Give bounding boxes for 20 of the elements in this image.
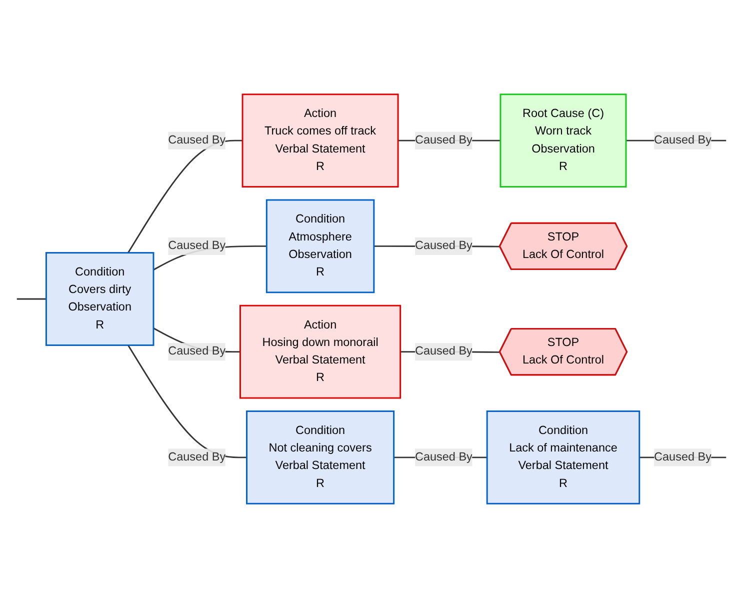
- edge-label: Caused By: [168, 450, 226, 464]
- edge-label: Caused By: [168, 345, 226, 358]
- node-box: Action Hosing down monorail Verbal Statement R: [240, 304, 402, 399]
- edge-label: Caused By: [654, 450, 712, 464]
- edge-label: Caused By: [168, 240, 226, 252]
- edge-label: Caused By: [415, 240, 472, 252]
- node-box: Root Cause (C) Worn track Observation R: [500, 94, 627, 188]
- edge-label: Caused By: [415, 450, 472, 464]
- edge-label: Caused By: [415, 345, 472, 358]
- node-box: Condition Not cleaning covers Verbal Statement R: [246, 410, 395, 504]
- edge-label: Caused By: [168, 134, 226, 146]
- connector: [128, 344, 247, 458]
- connector: [16, 298, 46, 300]
- connector: [128, 140, 243, 254]
- edge-label: Caused By: [415, 134, 472, 146]
- node-box: Condition Covers dirty Observation R: [45, 252, 154, 346]
- node-box: Condition Atmosphere Observation R: [266, 199, 375, 294]
- node-box: Action Truck comes off track Verbal Statement R: [242, 94, 399, 188]
- node-box: Condition Lack of maintenance Verbal Statement R: [486, 410, 640, 504]
- edge-label: Caused By: [654, 134, 712, 146]
